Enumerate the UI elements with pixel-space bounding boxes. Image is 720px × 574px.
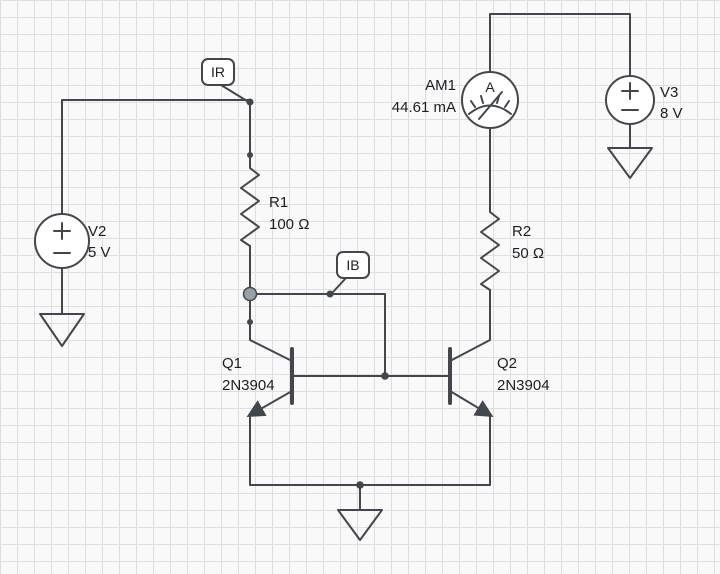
- probe-ib[interactable]: IB: [326, 251, 370, 298]
- v3-plus-icon: [621, 82, 639, 100]
- ammeter-am1[interactable]: A AM1 44.61 mA: [392, 71, 519, 129]
- probe-ir[interactable]: IR: [201, 58, 254, 106]
- q2-value-label: 2N3904: [497, 377, 550, 394]
- r1-ref-label: R1: [269, 194, 288, 211]
- junction-dot-q1-collector: [247, 319, 253, 325]
- probe-ir-box[interactable]: [201, 58, 235, 86]
- probe-ir-stem: [220, 84, 248, 102]
- am1-body[interactable]: [461, 71, 519, 129]
- node-b-highlight[interactable]: [242, 286, 258, 302]
- probe-ib-attach-dot: [326, 290, 334, 298]
- ground-v3[interactable]: [607, 147, 653, 179]
- am1-ref-label: AM1: [425, 77, 456, 94]
- v3-ref-label: V3: [660, 84, 678, 101]
- q2-ref-label: Q2: [497, 355, 517, 372]
- v2-body[interactable]: [34, 213, 90, 269]
- r2-zigzag[interactable]: [480, 211, 500, 291]
- probe-ir-attach-dot: [246, 98, 254, 106]
- am1-reading-label: 44.61 mA: [392, 99, 456, 116]
- junction-dot-emitter-rail: [356, 481, 364, 489]
- q2-emitter-wire[interactable]: [449, 390, 494, 418]
- v3-value-label: 8 V: [660, 105, 683, 122]
- wire-top-rail[interactable]: [489, 13, 631, 77]
- ground-center-triangle-icon: [337, 509, 383, 541]
- voltage-source-v3[interactable]: V3 8 V: [605, 75, 683, 125]
- junction-dot-r1-top: [247, 152, 253, 158]
- am1-scale-ticks-icon: [470, 95, 510, 108]
- voltage-source-v2[interactable]: V2 5 V: [34, 213, 111, 269]
- v2-plus-icon: [53, 222, 71, 240]
- r1-zigzag[interactable]: [240, 167, 260, 247]
- junction-dot-base-rail: [381, 372, 389, 380]
- ground-v2[interactable]: [39, 313, 85, 347]
- r2-ref-label: R2: [512, 223, 531, 240]
- resistor-r1[interactable]: R1 100 Ω: [240, 167, 309, 247]
- ground-v3-triangle-icon: [607, 147, 653, 179]
- q1-ref-label: Q1: [222, 355, 242, 372]
- transistor-q1[interactable]: Q1 2N3904: [222, 293, 294, 417]
- q2-collector-wire[interactable]: [449, 289, 491, 362]
- wire-emitter-rail[interactable]: [249, 414, 491, 486]
- am1-unit-letter: A: [485, 79, 495, 95]
- wire-node-to-base-rail[interactable]: [249, 293, 386, 377]
- q1-value-label: 2N3904: [222, 377, 275, 394]
- r2-value-label: 50 Ω: [512, 245, 544, 262]
- resistor-r2[interactable]: R2 50 Ω: [480, 211, 544, 291]
- probe-ib-label: IB: [346, 257, 359, 273]
- transistor-q2[interactable]: Q2 2N3904: [448, 289, 550, 418]
- v2-ref-label: V2: [88, 223, 106, 240]
- ground-center[interactable]: [337, 509, 383, 541]
- probe-ib-stem: [332, 277, 347, 293]
- ground-v2-triangle-icon: [39, 313, 85, 347]
- probe-ir-label: IR: [211, 64, 225, 80]
- wire-v2-to-r1[interactable]: [61, 99, 251, 215]
- probe-ib-box[interactable]: [336, 251, 370, 279]
- r1-value-label: 100 Ω: [269, 216, 309, 233]
- v2-value-label: 5 V: [88, 244, 111, 261]
- am1-needle-icon: [478, 91, 503, 120]
- q1-collector-wire[interactable]: [249, 293, 293, 362]
- q1-emitter-wire[interactable]: [246, 390, 293, 417]
